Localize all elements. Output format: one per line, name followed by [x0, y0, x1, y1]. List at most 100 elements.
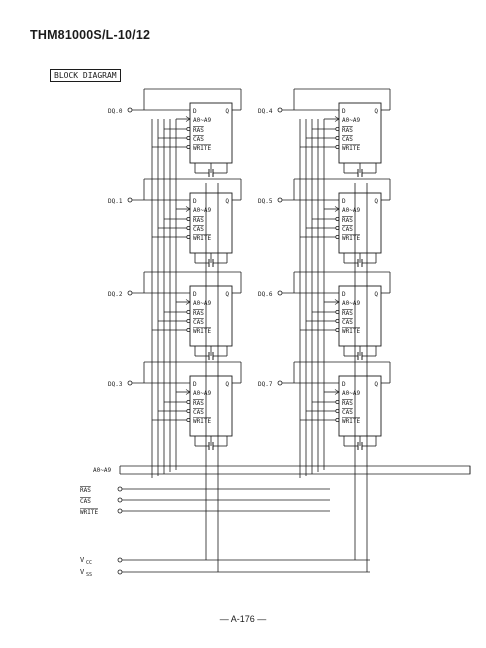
- chip-0-pin-address: A0~A9: [193, 117, 211, 124]
- chip-4-bubble-1: [335, 127, 340, 131]
- chip-5-pin-address: A0~A9: [342, 207, 360, 214]
- chip-5-pin-cas: CAS: [342, 226, 353, 233]
- vcc-label-sub: CC: [86, 560, 92, 566]
- chip-4-address-arrow: [334, 116, 340, 122]
- chip-5-pin-write: WRITE: [342, 235, 360, 242]
- dq-terminal-0: [127, 107, 133, 113]
- vcc-label: V: [80, 556, 85, 564]
- chip-7-pin-cas: CAS: [342, 409, 353, 416]
- chip-6-pin-q: Q: [374, 291, 378, 298]
- dq-terminal-7: [277, 380, 283, 386]
- chip-0-pin-write: WRITE: [193, 145, 211, 152]
- chip-4-pin-q: Q: [374, 108, 378, 115]
- chip-7-pin-address: A0~A9: [342, 390, 360, 397]
- chip-0-pin-q: Q: [225, 108, 229, 115]
- chip-4-pin-write: WRITE: [342, 145, 360, 152]
- chip-7-address-arrow: [334, 389, 340, 395]
- chip-2-pin-cas: CAS: [193, 319, 204, 326]
- chip-6-bubble-1: [335, 310, 340, 314]
- chip-2-pin-ras: RAS: [193, 310, 204, 317]
- chip-4-pin-address: A0~A9: [342, 117, 360, 124]
- address-bus-label: A0~A9: [93, 467, 111, 474]
- block-diagram-label: BLOCK DIAGRAM: [50, 69, 121, 82]
- chip-3-pin-q: Q: [225, 381, 229, 388]
- chip-1-bubble-2: [186, 226, 191, 230]
- chip-0-bubble-3: [186, 145, 191, 149]
- dq-label-1: DQ.1: [108, 198, 123, 205]
- address-bus-pipe: [120, 465, 471, 475]
- chip-0-bubble-1: [186, 127, 191, 131]
- write-input-terminal: [117, 508, 123, 514]
- chip-3-bubble-1: [186, 400, 191, 404]
- chip-6-pin-cas: CAS: [342, 319, 353, 326]
- chip-4-bubble-3: [335, 145, 340, 149]
- chip-6-body: [338, 285, 382, 347]
- chip-1-pin-address: A0~A9: [193, 207, 211, 214]
- chip-1-pin-ras: RAS: [193, 217, 204, 224]
- chip-3-pin-ras: RAS: [193, 400, 204, 407]
- chip-2-pin-d: D: [193, 291, 197, 298]
- chip-7-pin-q: Q: [374, 381, 378, 388]
- chip-2-pin-q: Q: [225, 291, 229, 298]
- dq-terminal-1: [127, 197, 133, 203]
- chip-3-address-arrow: [185, 389, 191, 395]
- chip-2-bubble-1: [186, 310, 191, 314]
- chip-1-bubble-1: [186, 217, 191, 221]
- chip-7-pin-d: D: [342, 381, 346, 388]
- cas-input-label: CAS: [80, 498, 91, 505]
- chip-5-pin-q: Q: [374, 198, 378, 205]
- chip-4-pin-cas: CAS: [342, 136, 353, 143]
- chip-7-pin-write: WRITE: [342, 418, 360, 425]
- ras-input-terminal: [117, 486, 123, 492]
- vcc-terminal: [117, 557, 123, 563]
- chip-1-pin-cas: CAS: [193, 226, 204, 233]
- dq-terminal-4: [277, 107, 283, 113]
- chip-7-bubble-2: [335, 409, 340, 413]
- dq-terminal-3: [127, 380, 133, 386]
- chip-1-pin-d: D: [193, 198, 197, 205]
- chip-0-address-arrow: [185, 116, 191, 122]
- chip-4-bubble-2: [335, 136, 340, 140]
- chip-1-pin-q: Q: [225, 198, 229, 205]
- chip-0-pin-d: D: [193, 108, 197, 115]
- chip-3-pin-write: WRITE: [193, 418, 211, 425]
- chip-4-pin-d: D: [342, 108, 346, 115]
- chip-0-bubble-2: [186, 136, 191, 140]
- chip-2-address-arrow: [185, 299, 191, 305]
- chip-5-address-arrow: [334, 206, 340, 212]
- dq-label-5: DQ.5: [258, 198, 273, 205]
- cas-input-terminal: [117, 497, 123, 503]
- chip-1-pin-write: WRITE: [193, 235, 211, 242]
- dq-label-7: DQ.7: [258, 381, 273, 388]
- chip-5-bubble-1: [335, 217, 340, 221]
- chip-4-pin-ras: RAS: [342, 127, 353, 134]
- dq-label-3: DQ.3: [108, 381, 123, 388]
- chip-1-bubble-3: [186, 235, 191, 239]
- chip-5-pin-ras: RAS: [342, 217, 353, 224]
- chip-0-pin-ras: RAS: [193, 127, 204, 134]
- ras-input-label: RAS: [80, 487, 91, 494]
- chip-6-pin-d: D: [342, 291, 346, 298]
- chip-6-address-arrow: [334, 299, 340, 305]
- chip-5-body: [338, 192, 382, 254]
- chip-7-bubble-1: [335, 400, 340, 404]
- dq-label-4: DQ.4: [258, 108, 273, 115]
- chip-2-bubble-3: [186, 328, 191, 332]
- chip-2-bubble-2: [186, 319, 191, 323]
- write-input-label: WRITE: [80, 509, 98, 516]
- vss-label: V: [80, 568, 85, 576]
- chip-7-pin-ras: RAS: [342, 400, 353, 407]
- chip-2-pin-write: WRITE: [193, 328, 211, 335]
- chip-6-bubble-3: [335, 328, 340, 332]
- chip-0-body: [189, 102, 233, 164]
- chip-6-pin-ras: RAS: [342, 310, 353, 317]
- chip-0-pin-cas: CAS: [193, 136, 204, 143]
- chip-3-body: [189, 375, 233, 437]
- dq-label-6: DQ.6: [258, 291, 273, 298]
- dq-terminal-5: [277, 197, 283, 203]
- dq-terminal-6: [277, 290, 283, 296]
- chip-3-pin-d: D: [193, 381, 197, 388]
- chip-3-pin-cas: CAS: [193, 409, 204, 416]
